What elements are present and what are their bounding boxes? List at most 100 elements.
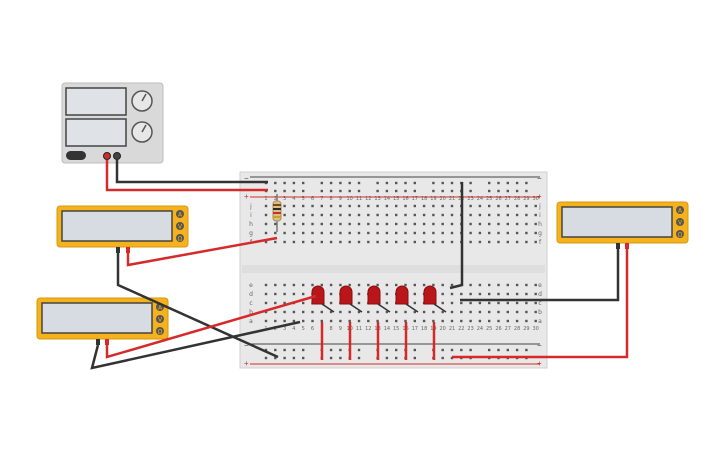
negative-terminal-icon[interactable] <box>113 152 121 160</box>
rail-hole[interactable] <box>450 181 454 185</box>
grid-hole[interactable] <box>376 204 379 208</box>
rail-hole[interactable] <box>264 348 268 352</box>
grid-hole[interactable] <box>385 222 389 226</box>
rail-hole[interactable] <box>404 181 407 185</box>
grid-hole[interactable] <box>422 310 426 314</box>
grid-hole[interactable] <box>488 213 491 217</box>
grid-hole[interactable] <box>339 204 342 208</box>
rail-hole[interactable] <box>339 356 342 360</box>
grid-hole[interactable] <box>404 231 407 235</box>
grid-hole[interactable] <box>292 319 296 323</box>
mode-ohm-icon[interactable] <box>156 327 164 335</box>
grid-hole[interactable] <box>404 310 407 314</box>
grid-hole[interactable] <box>302 204 305 208</box>
grid-hole[interactable] <box>302 319 305 323</box>
rail-hole[interactable] <box>395 189 398 193</box>
grid-hole[interactable] <box>357 319 361 323</box>
grid-hole[interactable] <box>413 213 416 217</box>
grid-hole[interactable] <box>534 231 537 235</box>
rail-hole[interactable] <box>460 348 463 352</box>
rail-hole[interactable] <box>329 348 333 352</box>
grid-hole[interactable] <box>385 240 389 244</box>
grid-hole[interactable] <box>488 240 491 244</box>
rail-hole[interactable] <box>264 356 268 360</box>
grid-hole[interactable] <box>450 283 454 287</box>
grid-hole[interactable] <box>357 283 361 287</box>
grid-hole[interactable] <box>515 310 519 314</box>
grid-hole[interactable] <box>497 310 500 314</box>
grid-hole[interactable] <box>264 292 268 296</box>
grid-hole[interactable] <box>460 301 463 305</box>
grid-hole[interactable] <box>348 283 351 287</box>
wire-meter1-black[interactable] <box>116 253 279 359</box>
grid-hole[interactable] <box>302 240 305 244</box>
grid-hole[interactable] <box>395 213 398 217</box>
grid-hole[interactable] <box>422 231 426 235</box>
grid-hole[interactable] <box>385 204 389 208</box>
grid-hole[interactable] <box>292 292 296 296</box>
grid-hole[interactable] <box>432 231 435 235</box>
led[interactable] <box>311 285 335 360</box>
rail-hole[interactable] <box>329 181 333 185</box>
led-array[interactable] <box>311 285 447 360</box>
grid-hole[interactable] <box>525 231 528 235</box>
grid-hole[interactable] <box>302 283 305 287</box>
grid-hole[interactable] <box>311 319 314 323</box>
grid-hole[interactable] <box>329 319 333 323</box>
grid-hole[interactable] <box>339 310 342 314</box>
grid-hole[interactable] <box>478 283 482 287</box>
grid-hole[interactable] <box>329 204 333 208</box>
grid-hole[interactable] <box>460 292 463 296</box>
rail-hole[interactable] <box>488 189 491 193</box>
rail-hole[interactable] <box>348 189 351 193</box>
mode-v-icon[interactable] <box>676 218 684 226</box>
rail-hole[interactable] <box>357 356 361 360</box>
grid-hole[interactable] <box>274 283 277 287</box>
grid-hole[interactable] <box>376 319 379 323</box>
grid-hole[interactable] <box>339 283 342 287</box>
grid-hole[interactable] <box>534 240 537 244</box>
grid-hole[interactable] <box>395 231 398 235</box>
rail-hole[interactable] <box>292 348 296 352</box>
grid-hole[interactable] <box>450 240 454 244</box>
grid-hole[interactable] <box>432 310 435 314</box>
grid-hole[interactable] <box>404 319 407 323</box>
grid-hole[interactable] <box>506 310 509 314</box>
grid-hole[interactable] <box>450 319 454 323</box>
grid-hole[interactable] <box>469 240 472 244</box>
grid-hole[interactable] <box>515 301 519 305</box>
grid-hole[interactable] <box>413 283 416 287</box>
grid-hole[interactable] <box>488 292 491 296</box>
grid-hole[interactable] <box>357 222 361 226</box>
mode-a-icon[interactable] <box>676 206 684 214</box>
probe-red[interactable] <box>105 339 109 345</box>
grid-hole[interactable] <box>348 310 351 314</box>
grid-hole[interactable] <box>367 204 370 208</box>
grid-hole[interactable] <box>478 301 482 305</box>
grid-hole[interactable] <box>497 283 500 287</box>
grid-hole[interactable] <box>357 292 361 296</box>
grid-hole[interactable] <box>385 310 389 314</box>
grid-hole[interactable] <box>422 319 426 323</box>
rail-hole[interactable] <box>385 356 389 360</box>
grid-hole[interactable] <box>283 240 286 244</box>
mode-v-icon[interactable] <box>156 315 164 323</box>
grid-hole[interactable] <box>385 292 389 296</box>
grid-hole[interactable] <box>506 240 509 244</box>
rail-hole[interactable] <box>441 356 444 360</box>
grid-hole[interactable] <box>357 204 361 208</box>
rail-hole[interactable] <box>274 181 277 185</box>
grid-hole[interactable] <box>432 240 435 244</box>
rail-hole[interactable] <box>441 348 444 352</box>
grid-hole[interactable] <box>348 319 351 323</box>
grid-hole[interactable] <box>385 301 389 305</box>
grid-hole[interactable] <box>329 292 333 296</box>
grid-hole[interactable] <box>274 222 277 226</box>
grid-hole[interactable] <box>367 319 370 323</box>
grid-hole[interactable] <box>367 283 370 287</box>
rail-hole[interactable] <box>395 181 398 185</box>
rail-hole[interactable] <box>385 181 389 185</box>
rail-hole[interactable] <box>385 348 389 352</box>
grid-hole[interactable] <box>469 301 472 305</box>
grid-hole[interactable] <box>469 310 472 314</box>
